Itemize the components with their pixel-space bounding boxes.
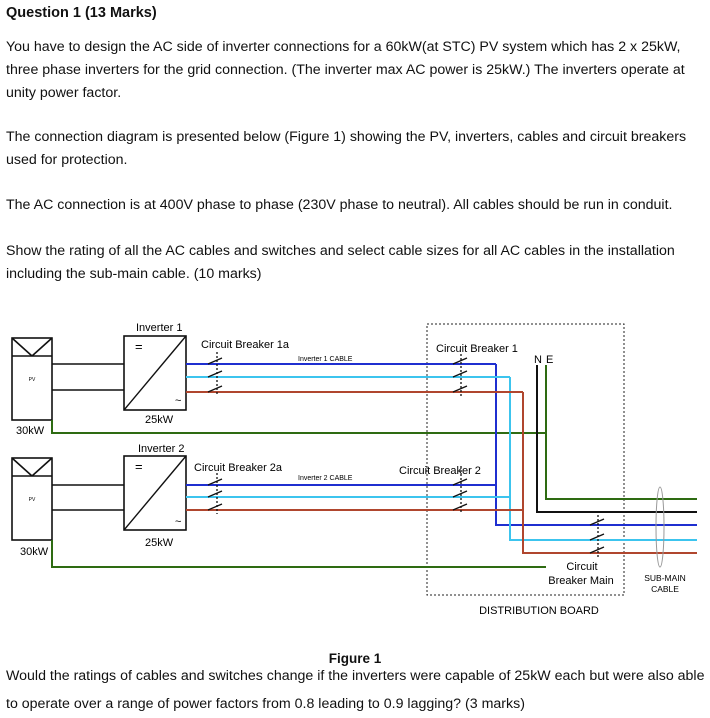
question-paragraph-2: The connection diagram is presented belo… (6, 129, 687, 168)
inverter1-rating: 25kW (145, 414, 174, 426)
phase-cyan-conductors (186, 376, 697, 541)
circuit-breaker-2 (452, 466, 468, 514)
inverter2-rating: 25kW (145, 537, 174, 549)
inverter2-ac-symbol: ~ (175, 516, 181, 528)
inverter1-label: Inverter 1 (136, 322, 182, 334)
figure-caption: Figure 1 (328, 650, 382, 666)
cb1-label: Circuit Breaker 1 (436, 343, 518, 355)
pv2-label: PV (29, 497, 36, 503)
cb-main-label-line1: Circuit (566, 561, 597, 573)
inverter1-dc-symbol: = (135, 339, 143, 354)
question-paragraph-3: The AC connection is at 400V phase to ph… (6, 197, 673, 213)
neutral-label: N (534, 354, 542, 366)
pv-panel-2 (11, 457, 53, 541)
inverter-2-box (123, 455, 187, 531)
question-paragraph-4: Show the rating of all the AC cables and… (6, 243, 675, 282)
distribution-board-label: DISTRIBUTION BOARD (479, 605, 599, 617)
earth-conductors (51, 365, 697, 568)
submain-label-line1: SUB-MAIN (644, 573, 686, 583)
phase-brown-conductors (186, 391, 697, 554)
submain-cable-sheath (655, 486, 665, 568)
inverter2-label: Inverter 2 (138, 443, 184, 455)
question-title: Question 1 (13 Marks) (6, 5, 157, 21)
inverter-1-box (123, 335, 187, 411)
phase-blue-conductors (186, 363, 697, 526)
question-paragraph-5: Would the ratings of cables and switches… (6, 668, 705, 712)
connection-diagram: PV 30kW Inverter 1 = ~ 25kW PV 30kW Inve… (11, 322, 697, 617)
inverter1-ac-symbol: ~ (175, 395, 181, 407)
inv1-cable-label: Inverter 1 CABLE (298, 356, 353, 363)
earth-label: E (546, 354, 553, 366)
inv2-cable-label: Inverter 2 CABLE (298, 475, 353, 482)
circuit-breaker-2a (207, 473, 223, 514)
circuit-breaker-1 (452, 354, 468, 396)
submain-label-line2: CABLE (651, 584, 679, 594)
cb2-label: Circuit Breaker 2 (399, 465, 481, 477)
pv-panel-1 (11, 337, 53, 421)
cb1a-label: Circuit Breaker 1a (201, 339, 290, 351)
neutral-conductor (536, 365, 697, 513)
distribution-board-outline (426, 323, 625, 596)
circuit-breaker-main (589, 515, 605, 557)
inverter2-dc-symbol: = (135, 459, 143, 474)
question-paragraph-1: You have to design the AC side of invert… (6, 39, 685, 101)
cb2a-label: Circuit Breaker 2a (194, 462, 283, 474)
pv1-rating: 30kW (16, 425, 45, 437)
circuit-breaker-1a (207, 352, 223, 396)
pv2-rating: 30kW (20, 546, 49, 558)
cb-main-label-line2: Breaker Main (548, 575, 613, 587)
pv1-label: PV (29, 377, 36, 383)
